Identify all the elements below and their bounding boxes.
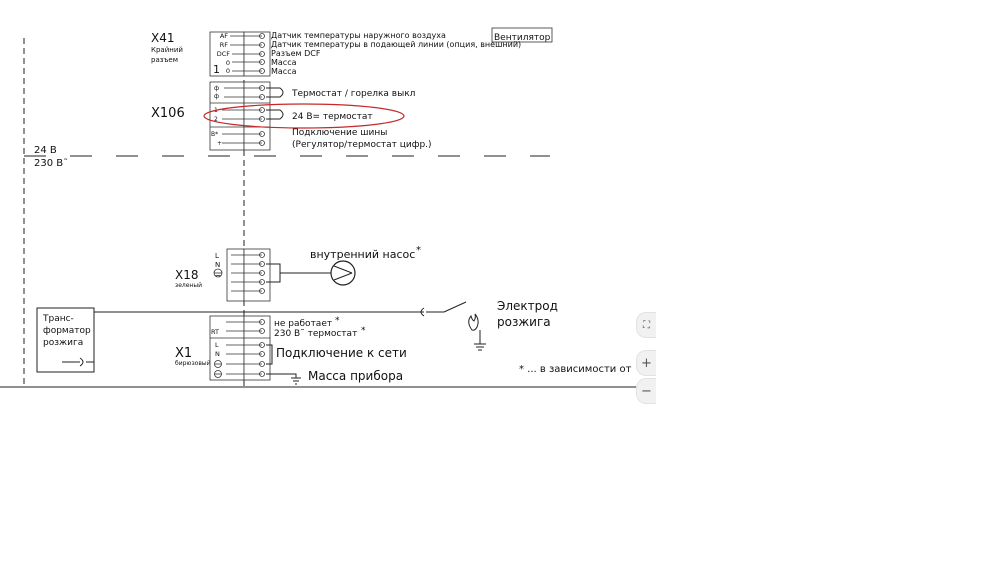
x106-label-bus: Подключение шины bbox=[292, 128, 387, 138]
x41-label-outdoor-sensor: Датчик температуры наружного воздуха bbox=[271, 31, 446, 40]
electrode-plug-icon bbox=[420, 301, 467, 317]
x41-pin-0b: 0 bbox=[226, 67, 230, 75]
highlight-ellipse bbox=[203, 103, 405, 129]
transformer-label-3: розжига bbox=[43, 338, 83, 348]
x41-pin-af: AF bbox=[220, 32, 228, 40]
x1-pin-strip bbox=[209, 315, 245, 381]
device-ground-icon bbox=[291, 377, 301, 385]
x106-pin-bus-2: + bbox=[217, 140, 222, 147]
transformer-plug-icon bbox=[62, 357, 94, 367]
x18-pin-n: N bbox=[215, 261, 220, 269]
transformer-box bbox=[36, 307, 95, 373]
x1-label-mains: Подключение к сети bbox=[276, 346, 407, 360]
x106-title: X106 bbox=[151, 106, 185, 121]
x106-pin-top-1: ф bbox=[214, 85, 219, 92]
electrode-label-2: розжига bbox=[497, 315, 551, 329]
x1-star-2: * bbox=[361, 326, 366, 336]
x106-pin-mid-2: 2 bbox=[214, 116, 218, 123]
x41-sub1: Крайний bbox=[151, 46, 183, 54]
x41-pin-number: 1 bbox=[213, 63, 220, 76]
x18-contacts bbox=[231, 252, 331, 294]
x18-terminal-block bbox=[243, 248, 271, 302]
x18-ground-icon bbox=[213, 268, 223, 278]
x1-terminal-block bbox=[243, 315, 271, 381]
x106-pin-top-2: ф bbox=[214, 93, 219, 100]
electrode-ground-icon bbox=[474, 343, 486, 351]
x41-pins: AF RF DCF 0 0 bbox=[217, 32, 231, 75]
x1-star-1: * bbox=[335, 316, 340, 326]
x1-label-thermostat-230: 230 В˜ термостат bbox=[274, 329, 357, 339]
x106-label-bus-regulator: (Регулятор/термостат цифр.) bbox=[292, 140, 432, 150]
x41-sub2: разъем bbox=[151, 56, 178, 64]
pump-icon bbox=[330, 260, 356, 286]
x1-label-not-working: не работает bbox=[274, 319, 332, 329]
x106-pin-strip bbox=[209, 81, 245, 151]
x106-label-thermostat-24v: 24 В= термостат bbox=[292, 112, 373, 122]
fit-to-screen-button[interactable]: ⛶ bbox=[636, 312, 656, 338]
fan-label: Вентилятор bbox=[494, 33, 551, 43]
zoom-in-button[interactable]: + bbox=[636, 350, 656, 376]
zoom-controls: ⛶ + − bbox=[636, 312, 656, 404]
x18-sub: зеленый bbox=[175, 282, 202, 289]
x106-contacts bbox=[222, 85, 284, 146]
voltage-low-label: 24 В bbox=[34, 145, 57, 156]
zoom-out-button[interactable]: − bbox=[636, 378, 656, 404]
x41-label-ground-a: Масса bbox=[271, 58, 297, 67]
x1-pin-n: N bbox=[215, 350, 220, 358]
transformer-label-2: форматор bbox=[43, 326, 91, 336]
x1-contacts bbox=[226, 319, 297, 378]
x1-pin-rt: RT bbox=[211, 328, 219, 336]
x41-pin-dcf: DCF bbox=[217, 50, 231, 58]
x1-title: X1 bbox=[175, 346, 192, 361]
x41-label-dcf: Разъем DCF bbox=[271, 49, 321, 58]
pump-star: * bbox=[416, 245, 421, 256]
x41-labels: Датчик температуры наружного воздуха Дат… bbox=[271, 31, 521, 76]
x41-label-ground-b: Масса bbox=[271, 67, 297, 76]
x41-pin-0a: 0 bbox=[226, 59, 230, 67]
x106-terminal-block bbox=[243, 81, 271, 151]
x18-title: X18 bbox=[175, 268, 199, 282]
x1-label-device-ground: Масса прибора bbox=[308, 369, 403, 383]
x41-title: X41 bbox=[151, 31, 175, 45]
electrode-label-1: Электрод bbox=[497, 299, 558, 313]
x41-pin-rf: RF bbox=[220, 41, 229, 49]
flame-icon bbox=[468, 313, 481, 344]
voltage-high-label: 230 В˜ bbox=[34, 157, 68, 169]
x1-sub: бирюзовый bbox=[175, 360, 211, 367]
x18-pin-l: L bbox=[215, 252, 219, 260]
x106-pin-bus-1: В* bbox=[211, 131, 218, 138]
transformer-label-1: Транс- bbox=[42, 314, 74, 324]
x1-ground-icons bbox=[214, 360, 222, 378]
x18-pin-strip bbox=[226, 248, 245, 302]
x1-pin-l: L bbox=[215, 341, 219, 349]
x41-contacts bbox=[230, 33, 265, 74]
x106-label-thermostat-off: Термостат / горелка выкл bbox=[291, 89, 415, 99]
pump-label: внутренний насос bbox=[310, 248, 415, 261]
fan-label-box bbox=[491, 27, 553, 43]
x41-label-flow-sensor: Датчик температуры в подающей линии (опц… bbox=[271, 40, 521, 49]
footnote: * ... в зависимости от bbox=[519, 364, 632, 375]
